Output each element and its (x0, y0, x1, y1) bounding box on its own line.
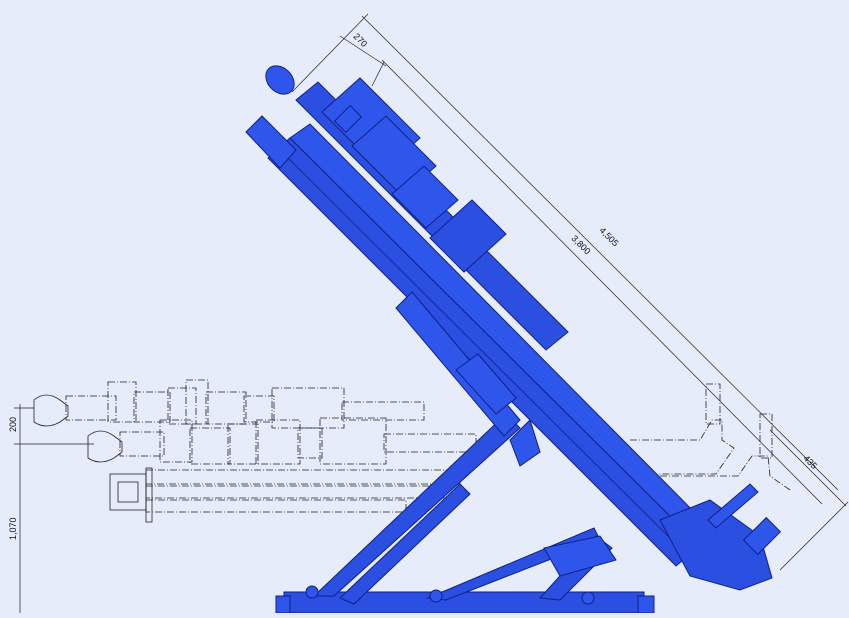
ghost-head-upper (107, 381, 137, 423)
drill-valve (333, 104, 363, 134)
ghost-stowed-drill (33, 379, 477, 523)
ghost-shaft-lower (383, 433, 477, 453)
label-1070: 1,070 (8, 517, 18, 540)
pivot-pin-3 (305, 585, 319, 599)
ghost-shaft-upper (341, 401, 425, 421)
pivot-pin-2 (581, 591, 595, 605)
dim-ext-top-1 (291, 13, 369, 93)
ghost-motor-lower (319, 417, 387, 465)
base-end-left (275, 595, 291, 614)
ghost-body-upper-1 (133, 391, 171, 423)
dim-ext-bottom (769, 429, 847, 507)
base-end-right (637, 595, 655, 614)
beam-strut-collar (455, 353, 517, 415)
dim-line-4505 (361, 15, 839, 491)
ghost-end-box (109, 473, 147, 511)
dim-ext-foot (779, 501, 849, 571)
dim-line-3800 (381, 59, 823, 505)
ghost-body-upper-2 (167, 387, 197, 425)
ghost-right-positions (630, 383, 791, 491)
ghost-right-1-post (705, 383, 721, 425)
ghost-body-lower-1 (189, 427, 231, 465)
boom-arm-main (312, 413, 521, 597)
feed-beam-line (279, 149, 691, 559)
foot-clamp (742, 516, 782, 556)
dim-ext-top-2 (371, 61, 385, 87)
label-270: 270 (352, 31, 370, 49)
beam-top-head (245, 115, 297, 169)
ghost-body-lower-3 (255, 419, 301, 465)
ghost-bit-lower (87, 430, 123, 463)
drill-rig (245, 65, 782, 614)
feed-beam-inner (289, 123, 711, 547)
lift-cylinder-left (339, 483, 471, 605)
drill-motor (429, 199, 507, 273)
pivot-pin-1 (429, 589, 443, 603)
drill-body-3 (391, 165, 459, 229)
drill-bit (265, 65, 295, 95)
ghost-body-lower-2 (227, 423, 259, 465)
ghost-motor-upper (271, 387, 345, 429)
ghost-body-upper-3 (185, 379, 209, 425)
ghost-rod-lower (119, 431, 165, 457)
ghost-body-upper-4 (205, 391, 247, 425)
label-4505: 4,505 (598, 225, 621, 248)
label-200: 200 (8, 417, 18, 432)
ghost-rod-upper (65, 395, 117, 421)
ghost-body-upper-5 (243, 395, 275, 423)
ghost-beam-3 (145, 499, 407, 513)
ghost-right-1 (630, 419, 735, 475)
beam-foot (659, 499, 773, 591)
ghost-end-plate (145, 467, 153, 523)
ghost-body-lower-4 (297, 427, 323, 459)
ghost-end-box-inner (117, 481, 139, 503)
ghost-bit-upper (33, 394, 69, 427)
dimension-lines (14, 13, 849, 613)
foot-stabilizer (707, 483, 759, 529)
pivot-bracket-right (543, 535, 617, 577)
ghost-right-2-post (759, 413, 773, 459)
pivot-bracket-left (509, 419, 541, 467)
dim-line-270 (339, 35, 387, 67)
ghost-beam-1 (145, 469, 461, 485)
ghost-beam-2 (145, 485, 461, 499)
ghost-head-lower (159, 419, 193, 463)
